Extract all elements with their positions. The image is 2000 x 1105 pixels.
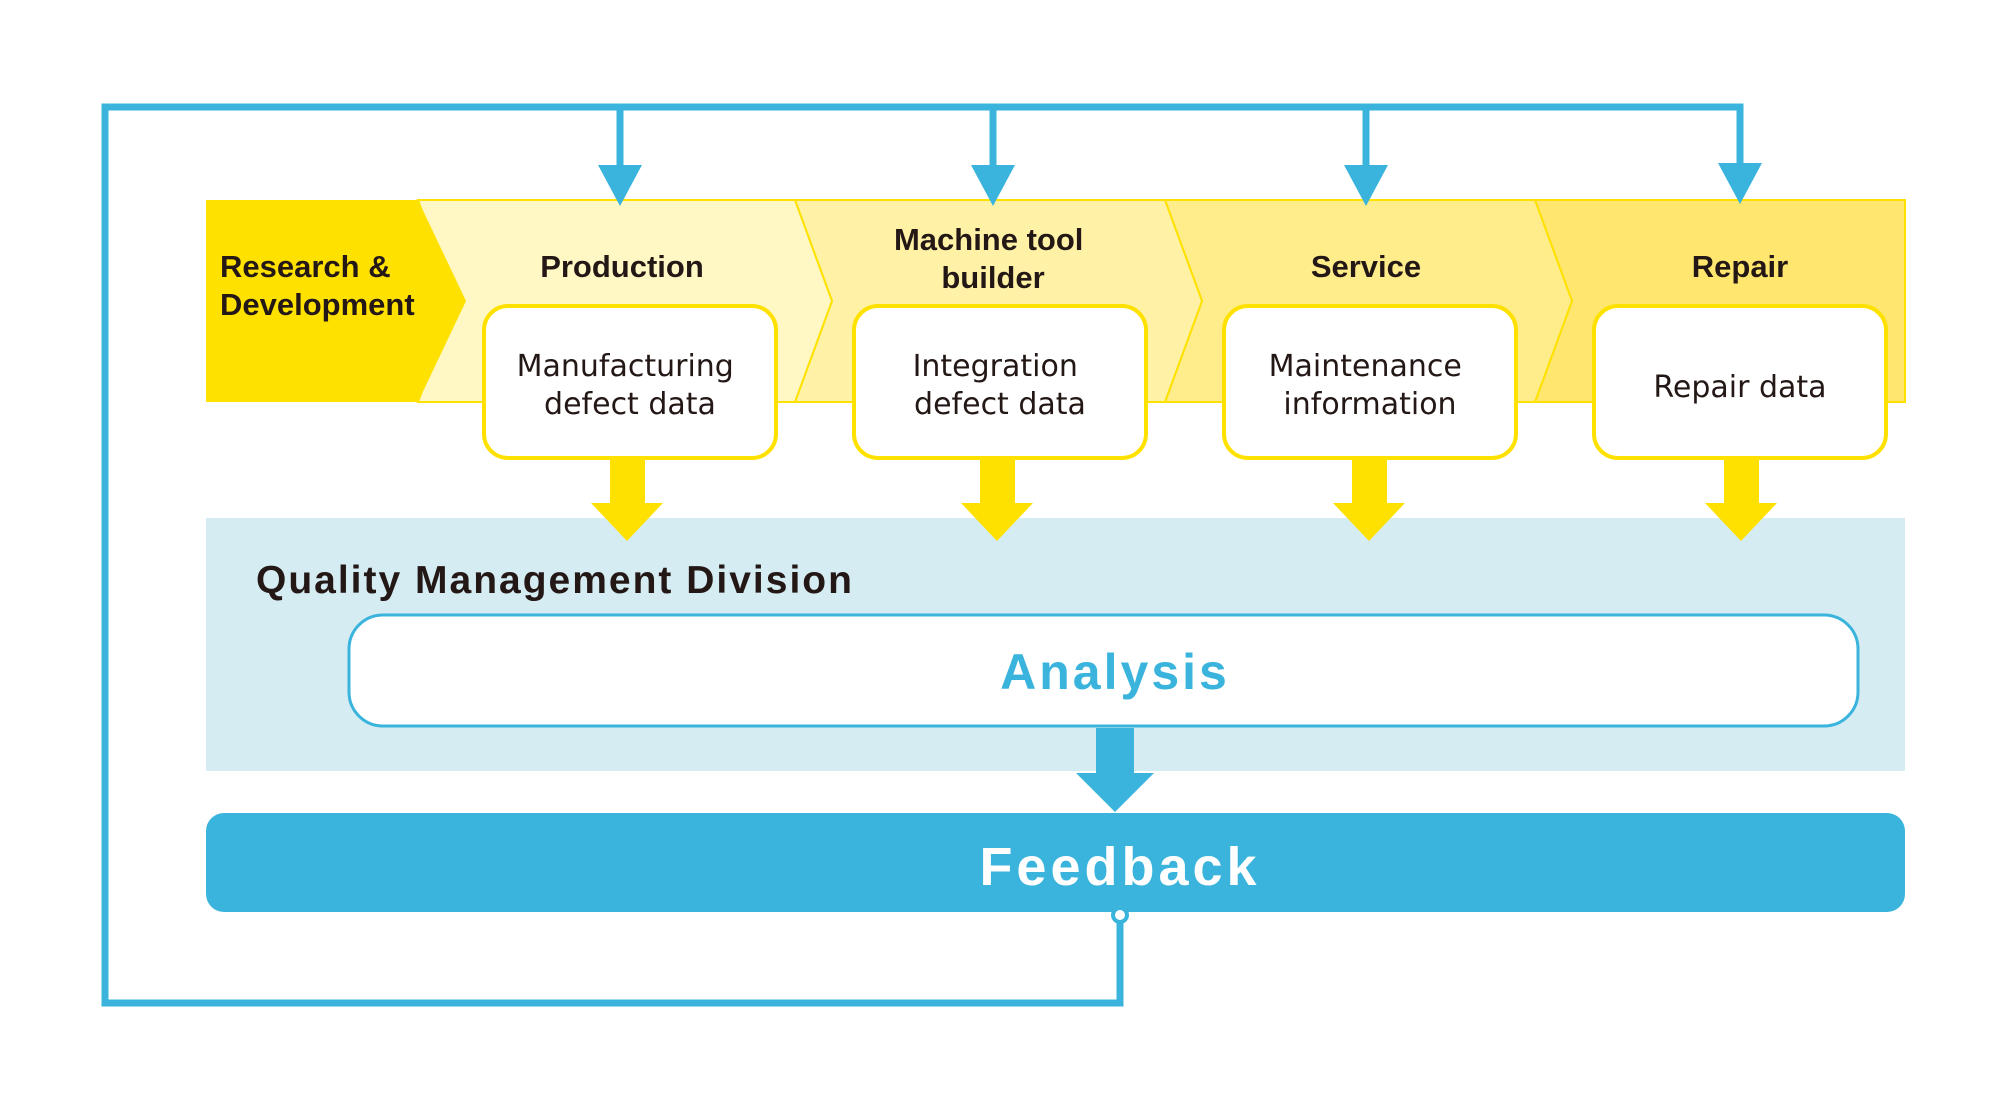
stage-title-machine-tool: Machine tool builder	[894, 222, 1092, 295]
arrowhead-machine-tool	[971, 165, 1015, 206]
arrowhead-production	[598, 165, 642, 206]
stage-title-service: Service	[1311, 249, 1421, 284]
analysis-label: Analysis	[1000, 644, 1230, 700]
loop-outer-line	[101, 103, 1744, 1007]
stage-research-bg	[206, 200, 466, 402]
feedback-bar	[206, 813, 1905, 912]
data-box-machine-tool	[852, 304, 1148, 460]
stage-title-repair: Repair	[1692, 249, 1788, 284]
arrowhead-repair	[1718, 163, 1762, 204]
stage-titles: Research & Development Production Machin…	[220, 222, 1788, 322]
data-box-repair-text: Repair data	[1653, 370, 1826, 405]
data-box-production	[482, 304, 778, 460]
quality-division-title: Quality Management Division	[256, 559, 854, 602]
data-arrow-repair	[1705, 460, 1777, 541]
data-box-service	[1222, 304, 1518, 460]
feedback-loop-node	[1111, 906, 1129, 924]
data-arrow-machine-tool	[961, 460, 1033, 541]
data-arrows	[591, 460, 1777, 541]
stage-title-research: Research & Development	[220, 249, 415, 322]
data-box-texts: Manufacturing defect data Integration de…	[517, 349, 1827, 422]
arrowhead-service	[1344, 165, 1388, 206]
analysis-to-feedback-arrow	[1076, 728, 1154, 812]
feedback-loop-lines	[101, 103, 1744, 1007]
feedback-label: Feedback	[979, 837, 1260, 897]
data-arrow-production	[591, 460, 663, 541]
data-box-production-text: Manufacturing defect data	[517, 349, 744, 422]
stage-title-production: Production	[540, 249, 704, 284]
loop-arrowheads	[598, 163, 1762, 206]
analysis-box	[347, 613, 1860, 728]
data-box-machine-tool-text: Integration defect data	[913, 349, 1088, 422]
data-boxes	[482, 304, 1888, 460]
data-box-service-text: Maintenance information	[1269, 349, 1472, 422]
data-box-repair	[1592, 304, 1888, 460]
data-arrow-service	[1333, 460, 1405, 541]
